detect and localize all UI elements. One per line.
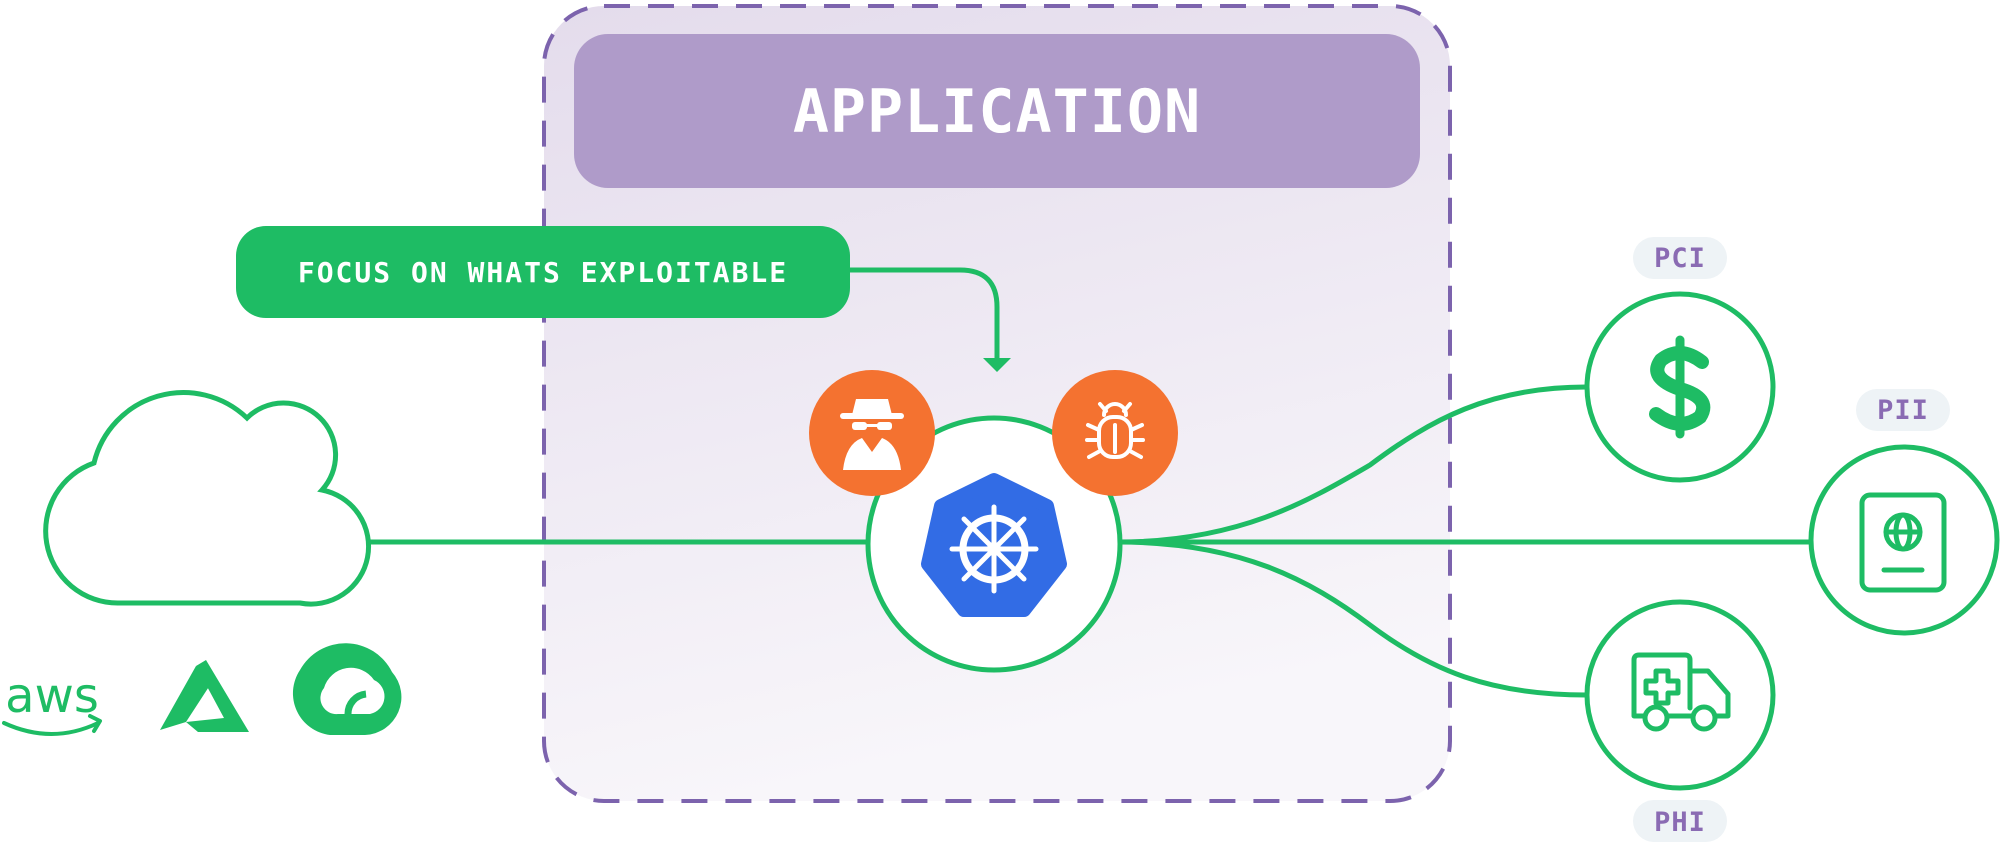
google-cloud-logo-icon — [292, 643, 402, 735]
aws-logo-text: aws — [5, 668, 99, 724]
application-header — [574, 34, 1420, 188]
cloud-icon — [43, 390, 372, 607]
exploitable-callout: FOCUS ON WHATS EXPLOITABLE — [236, 226, 850, 318]
application-container: APPLICATION — [542, 4, 1452, 803]
attacker-threat-badge — [809, 370, 935, 496]
callout-arrow-head — [983, 358, 1011, 372]
bug-icon — [1085, 402, 1145, 459]
phi-badge: PHI — [1633, 800, 1727, 842]
pii-badge-label: PII — [1877, 395, 1929, 426]
bug-threat-badge — [1052, 370, 1178, 496]
phi-badge-label: PHI — [1654, 807, 1706, 838]
cluster-to-phi-line — [1117, 539, 1587, 698]
kubernetes-helm-icon — [949, 504, 1039, 594]
attacker-spy-icon — [840, 399, 904, 470]
application-title: APPLICATION — [793, 77, 1201, 147]
kubernetes-cluster-node — [865, 415, 1123, 673]
pci-badge: PCI — [1633, 237, 1727, 279]
dollar-icon — [1649, 335, 1711, 439]
pii-badge: PII — [1856, 389, 1950, 431]
connection-lines — [356, 267, 1812, 698]
pii-data-node — [1808, 444, 2000, 636]
pci-data-node — [1584, 291, 1776, 483]
phi-data-node — [1584, 599, 1776, 791]
passport-icon — [1859, 492, 1947, 593]
cluster-to-pci-line — [1117, 384, 1587, 545]
callout-arrow-line — [846, 267, 1000, 360]
pci-badge-label: PCI — [1654, 243, 1706, 274]
azure-logo-icon — [160, 660, 249, 732]
ambulance-icon — [1631, 652, 1731, 732]
callout-label: FOCUS ON WHATS EXPLOITABLE — [298, 256, 788, 289]
aws-logo-icon: aws — [2, 668, 102, 736]
